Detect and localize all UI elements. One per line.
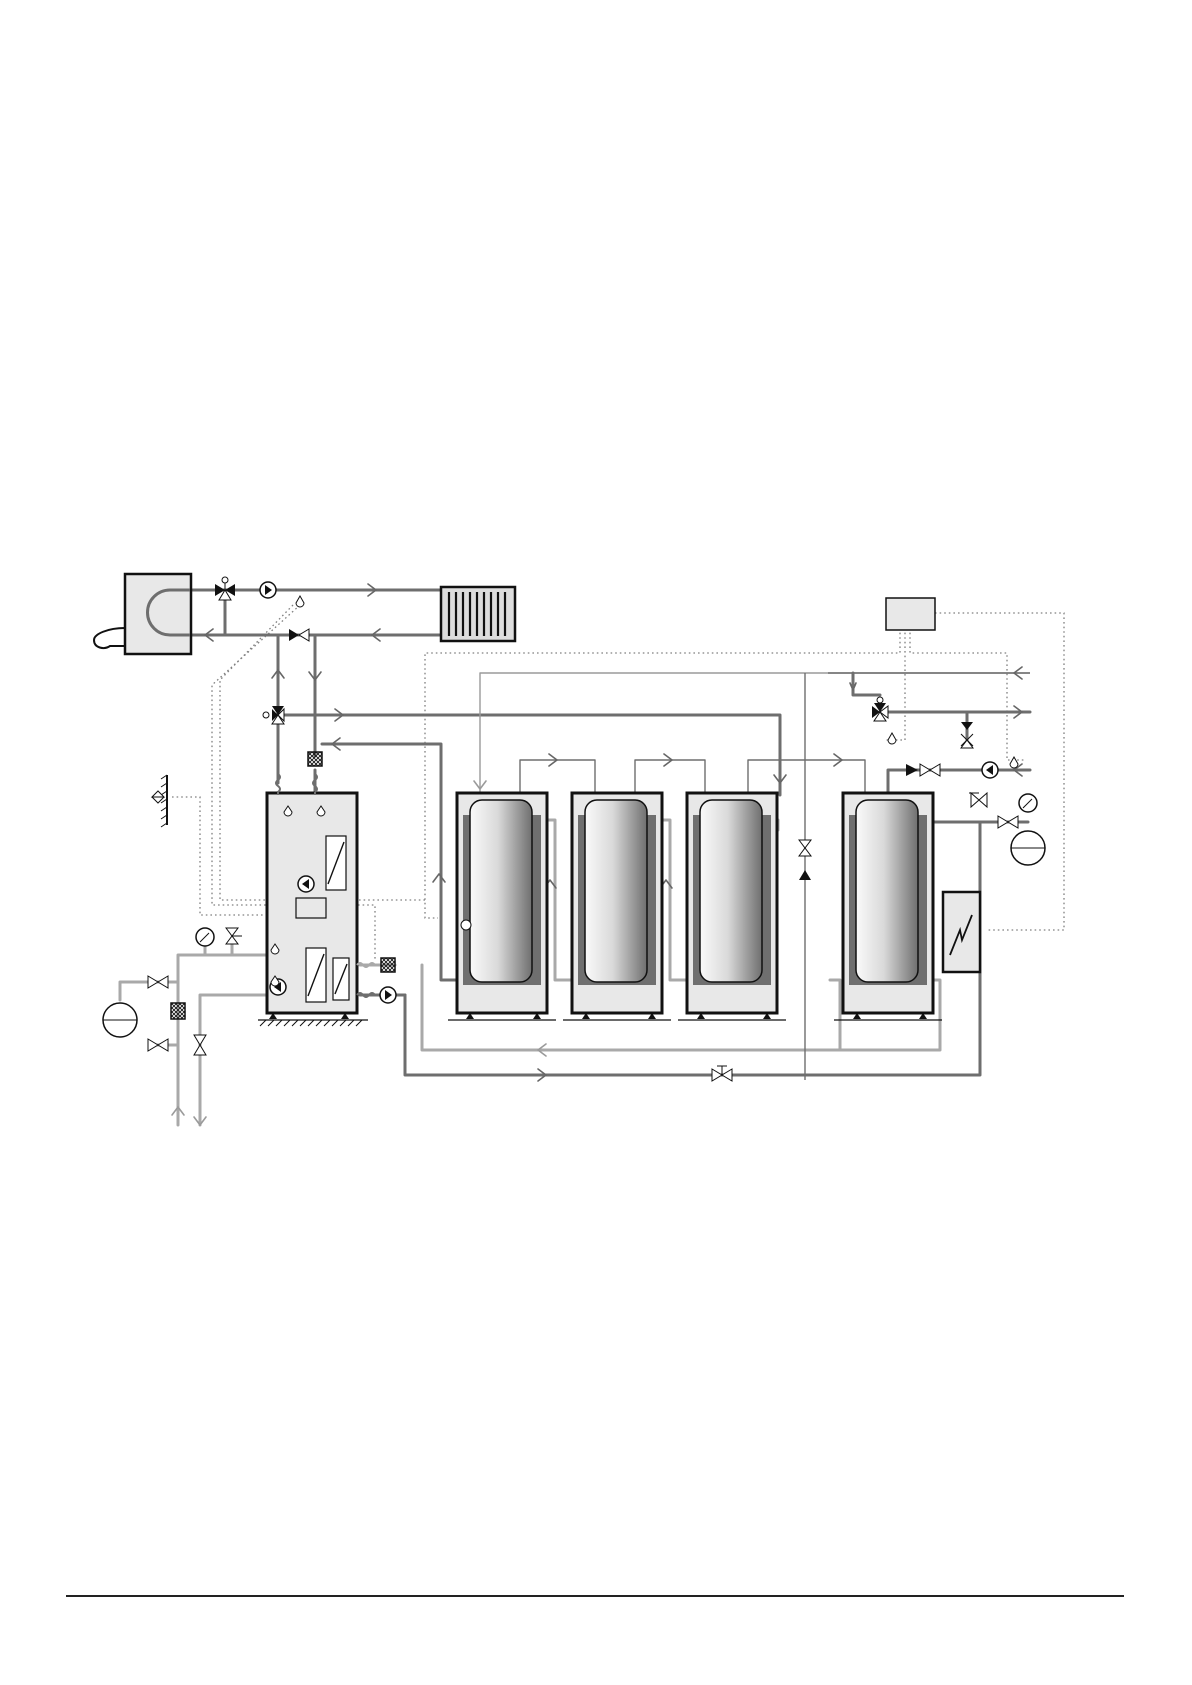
- shutoff-valve-left-2: [148, 1039, 168, 1051]
- circulation-pump-dhw: [982, 757, 1018, 778]
- temperature-sensor-dhw: [888, 733, 896, 744]
- circulation-pump-top: [260, 582, 276, 598]
- three-way-valve-dhw: [872, 697, 888, 721]
- safety-valve-dhw: [969, 793, 987, 807]
- buffer-tank-3: [678, 793, 786, 1020]
- three-way-valve-top: [215, 577, 235, 600]
- dirt-separator-top: [308, 752, 322, 766]
- footer-rule: [66, 1595, 1124, 1597]
- controller: [886, 598, 935, 630]
- buffer-tank-2: [563, 793, 671, 1020]
- boiler-with-burner: [94, 574, 191, 654]
- expansion-vessel-right: [998, 794, 1045, 865]
- electric-heater: [943, 892, 980, 972]
- dirt-separator-left: [171, 1003, 185, 1019]
- temperature-sensor-top: [296, 596, 304, 607]
- check-valve-return: [289, 629, 309, 641]
- safety-valve-left: [226, 928, 242, 944]
- shutoff-valve-left-1: [148, 976, 168, 988]
- shutoff-valve-left-3: [194, 1035, 206, 1055]
- buffer-tank-1: [448, 793, 556, 1020]
- outdoor-temperature-sensor: [152, 775, 167, 827]
- check-valves-dhw: [906, 722, 973, 776]
- shutoff-valve-return: [712, 1066, 732, 1081]
- hot-water-tank: [834, 793, 942, 1020]
- radiator: [441, 587, 515, 641]
- heat-pump-unit: [258, 774, 368, 1026]
- three-way-valve-mid: [263, 706, 284, 724]
- pressure-gauge-left: [196, 928, 214, 946]
- expansion-vessel-left: [103, 1003, 137, 1037]
